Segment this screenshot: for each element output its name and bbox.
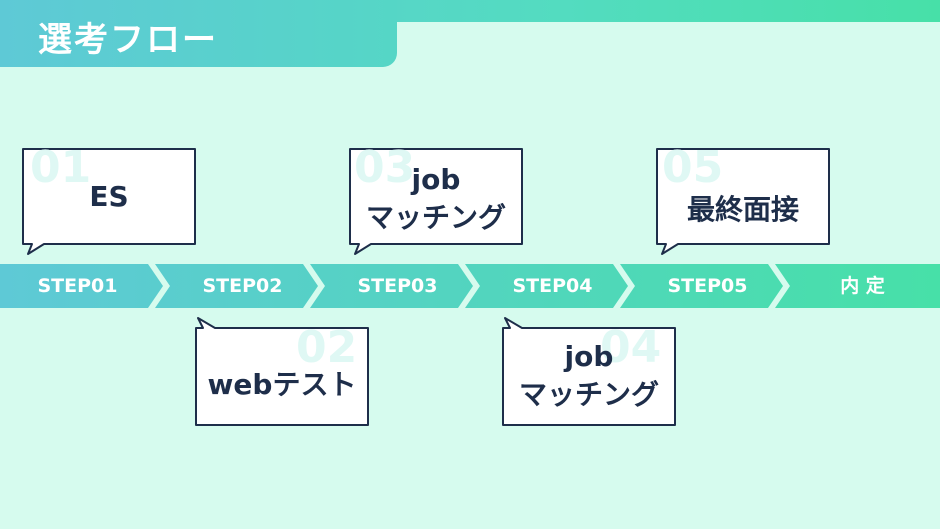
bubble-number-4: 04 [600, 322, 662, 373]
speech-bubble-1 [22, 148, 196, 255]
bubble-text-3-line2: マッチング [365, 200, 506, 234]
bubble-text-5: 最終面接 [686, 193, 799, 226]
step-label-3: STEP03 [357, 275, 438, 297]
bubble-text-4-line2: マッチング [518, 377, 659, 411]
bubble-number-5: 05 [662, 142, 724, 193]
step-label-5: STEP05 [667, 275, 748, 297]
step-label-2: STEP02 [202, 275, 283, 297]
step-arrow-bar: STEP01 STEP02 STEP03 STEP04 STEP05 内 定 [0, 264, 940, 308]
step-arrow-1 [0, 264, 163, 308]
bubble-number-3: 03 [354, 142, 416, 193]
bubble-number-1: 01 [30, 142, 92, 193]
step-arrow-3 [310, 264, 473, 308]
speech-bubble-3 [349, 148, 523, 255]
speech-bubble-2 [195, 317, 369, 426]
bubble-text-3: job マッチング [350, 161, 522, 237]
bubble-number-2: 02 [296, 322, 358, 373]
page-title: 選考フロー [38, 20, 218, 60]
bubble-text-4: job マッチング [503, 338, 675, 414]
step-label-6: 内 定 [840, 275, 885, 297]
bubble-text-3-line1: job [411, 163, 461, 196]
step-arrow-5 [620, 264, 783, 308]
bubble-text-2: webテスト [207, 368, 357, 401]
bubble-text-1: ES [89, 180, 129, 213]
step-arrow-4 [465, 264, 628, 308]
speech-bubble-5 [656, 148, 830, 255]
speech-bubble-4 [502, 317, 676, 426]
step-arrow-2 [155, 264, 318, 308]
step-label-1: STEP01 [37, 275, 118, 297]
title-tab: 選考フロー [0, 0, 397, 67]
step-arrow-6 [775, 264, 940, 308]
step-label-4: STEP04 [512, 275, 593, 297]
step-arrow-shapes [0, 264, 940, 308]
bubble-text-4-line1: job [564, 340, 614, 373]
